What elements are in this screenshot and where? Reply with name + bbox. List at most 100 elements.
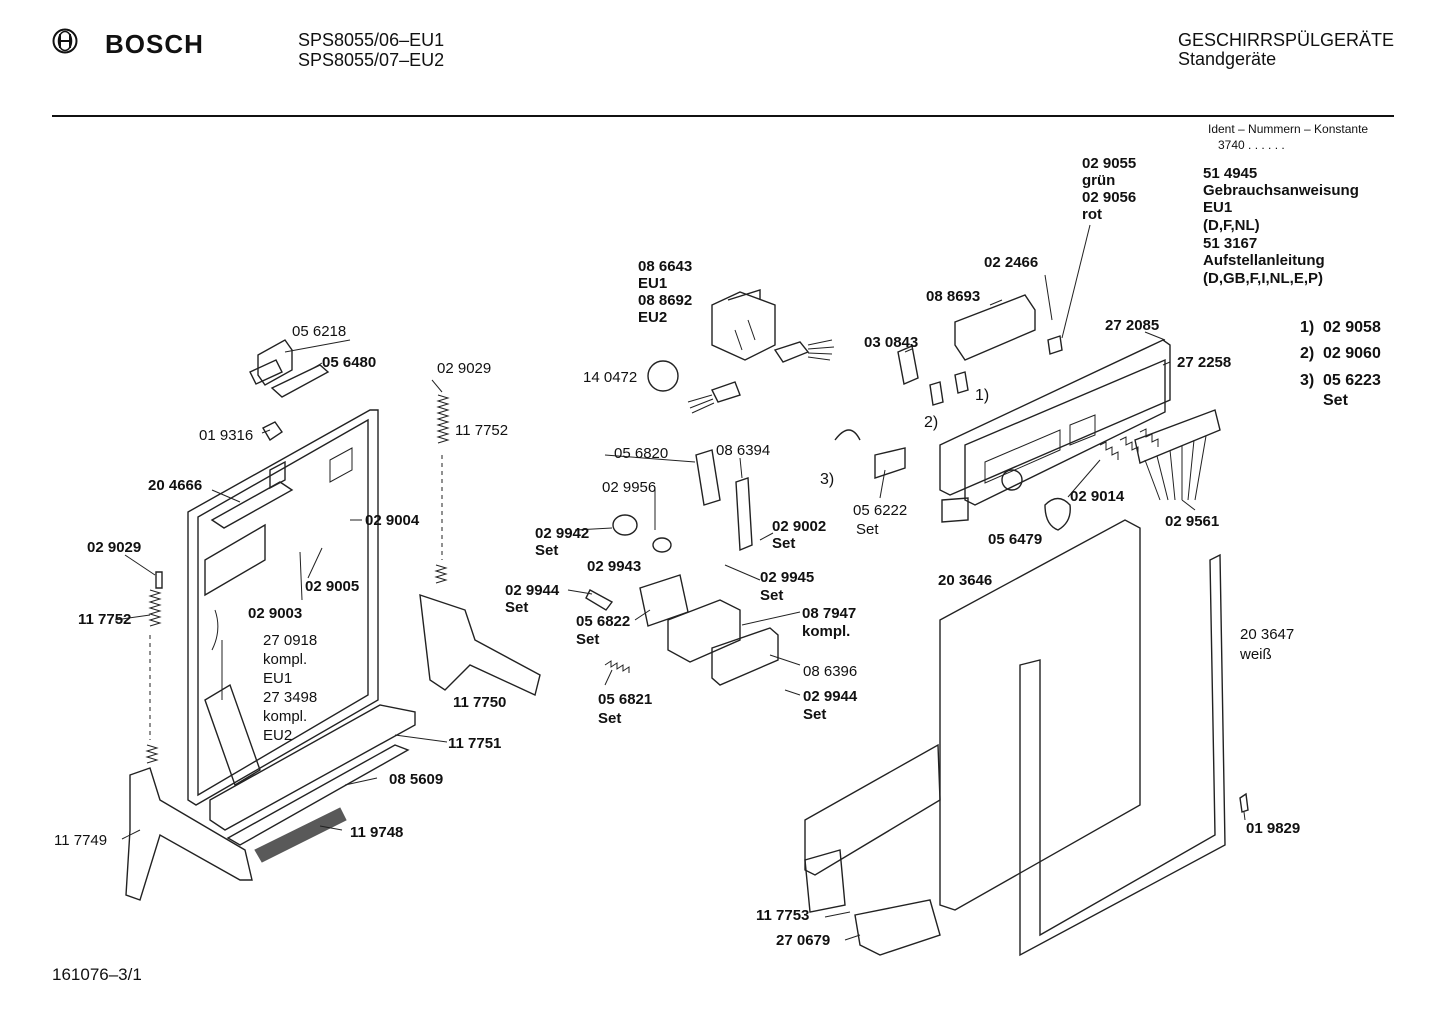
part-02-9014: 02 9014 (1070, 488, 1125, 505)
manual-languages: (D,F,NL) (1203, 217, 1260, 234)
part-05-6480: 05 6480 (322, 354, 377, 371)
panel-window-2 (1069, 414, 1096, 446)
seal-plate (639, 574, 689, 627)
ident-value: 3740 . . . . . . (1218, 138, 1285, 152)
part-27-0918: 27 0918 (263, 632, 318, 649)
brand-name: BOSCH (105, 29, 204, 59)
footnote-marker-2: 2) (924, 414, 939, 431)
panel-window-1 (984, 429, 1061, 484)
left-hinge (125, 767, 253, 901)
part-27-2085: 27 2085 (1105, 317, 1160, 334)
pin-1 (954, 371, 969, 394)
part-02-9944-right-set: Set (803, 706, 827, 723)
footnote-marker-3: 3) (820, 471, 835, 488)
right-spring (434, 394, 450, 584)
spring-small (604, 660, 630, 673)
part-02-9945-set: Set (760, 587, 784, 604)
kick-plate-cover (804, 849, 846, 913)
part-20-3647-color: weiß (1240, 646, 1272, 663)
lock-frame (711, 627, 779, 686)
part-02-9943: 02 9943 (587, 558, 642, 575)
part-08-8693: 08 8693 (926, 288, 981, 305)
rotary-knob-part (647, 360, 679, 392)
relay (897, 345, 919, 385)
install-title: Aufstellanleitung (1203, 252, 1325, 269)
part-08-6643: 08 6643 (638, 258, 693, 275)
manual-region: EU1 (1203, 199, 1233, 216)
part-08-8692: 08 8692 (638, 292, 693, 309)
part-27-0918-eu1: EU1 (263, 670, 293, 687)
manual-number: 51 4945 (1203, 165, 1258, 182)
part-02-9956: 02 9956 (602, 479, 657, 496)
part-02-9944-right: 02 9944 (803, 688, 858, 705)
part-11-7750: 11 7750 (453, 694, 507, 711)
ident-title: Ident – Nummern – Konstante (1208, 122, 1369, 136)
part-02-9561: 02 9561 (1165, 513, 1220, 530)
part-02-9005: 02 9005 (305, 578, 360, 595)
header-divider (52, 115, 1394, 117)
right-hinge (419, 593, 541, 696)
part-27-2258: 27 2258 (1177, 354, 1232, 371)
bottom-profile (209, 704, 416, 831)
part-02-9055: 02 9055 (1082, 155, 1137, 172)
part-05-6479: 05 6479 (988, 531, 1043, 548)
plug-block (941, 497, 969, 523)
part-02-9944-left-set: Set (505, 599, 529, 616)
part-11-7749: 11 7749 (54, 832, 108, 849)
wire-harness (687, 381, 741, 414)
footnote-2-value: 02 9060 (1323, 345, 1381, 362)
part-11-7753: 11 7753 (756, 907, 810, 924)
left-spring (145, 571, 163, 764)
screw (1239, 792, 1249, 813)
top-bracket (249, 339, 330, 398)
part-27-3498-eu2: EU2 (263, 727, 293, 744)
part-05-6820: 05 6820 (614, 445, 669, 462)
install-languages: (D,GB,F,I,NL,E,P) (1203, 270, 1323, 287)
insulation-strip (254, 807, 347, 863)
part-02-9055-color: grün (1082, 172, 1116, 189)
footnote-3-value: 05 6223 (1323, 372, 1381, 389)
kick-plate (804, 743, 941, 876)
switch-block (954, 294, 1036, 361)
panel-facia (964, 358, 1166, 506)
part-20-3646: 20 3646 (938, 572, 993, 589)
part-05-6218: 05 6218 (292, 323, 347, 340)
lamp-green (1047, 335, 1063, 355)
bracket-strip (735, 477, 753, 552)
part-02-9002-set: Set (772, 535, 796, 552)
part-27-3498-kompl: kompl. (263, 708, 308, 725)
leader-lines (114, 224, 1246, 941)
dial (834, 429, 861, 441)
bosch-logo (52, 28, 78, 54)
part-02-9942: 02 9942 (535, 525, 590, 542)
part-11-7752-right: 11 7752 (455, 422, 509, 439)
footnote-3-key: 3) (1300, 372, 1315, 389)
side-frame-20-3647 (1019, 553, 1226, 957)
lock-housing (667, 599, 741, 663)
part-02-2466: 02 2466 (984, 254, 1039, 271)
part-11-7752-left: 11 7752 (78, 611, 132, 628)
part-20-4666: 20 4666 (148, 477, 203, 494)
part-02-9002: 02 9002 (772, 518, 827, 535)
footnote-2-key: 2) (1300, 345, 1315, 362)
part-08-6643-eu1: EU1 (638, 275, 668, 292)
part-03-0843: 03 0843 (864, 334, 919, 351)
latch-plate (695, 449, 721, 506)
part-01-9316: 01 9316 (199, 427, 254, 444)
part-02-9056: 02 9056 (1082, 189, 1137, 206)
footnote-3-extra: Set (1323, 392, 1348, 409)
appliance-category: GESCHIRRSPÜLGERÄTE (1178, 30, 1395, 50)
bushing (612, 514, 638, 536)
part-05-6822: 05 6822 (576, 613, 631, 630)
part-05-6821: 05 6821 (598, 691, 653, 708)
foot-bracket (854, 899, 941, 956)
part-05-6222-set: Set (856, 521, 879, 538)
install-number: 51 3167 (1203, 235, 1258, 252)
sleeve (652, 537, 672, 553)
part-02-9056-color: rot (1082, 206, 1102, 223)
spring-set (1099, 428, 1159, 460)
part-02-9945: 02 9945 (760, 569, 815, 586)
panel-knob-hole (1001, 469, 1023, 491)
footnote-1-value: 02 9058 (1323, 319, 1381, 336)
